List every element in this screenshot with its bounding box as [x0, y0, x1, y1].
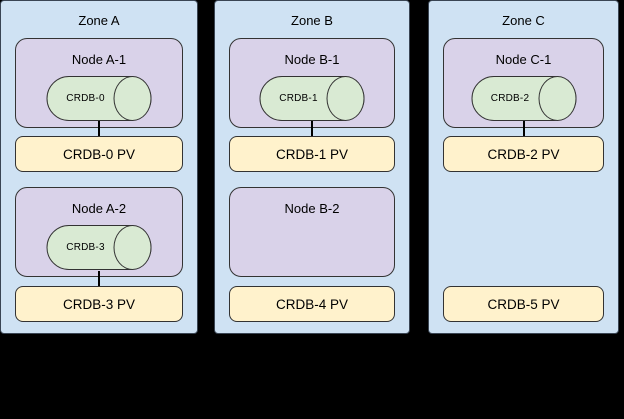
- connector-line-b1: [311, 121, 313, 136]
- connector-line-a1: [98, 121, 100, 136]
- pv-box-crdb-0: CRDB-0 PV: [15, 136, 183, 172]
- node-a2-box: Node A-2 CRDB-3: [15, 187, 183, 277]
- pv-label: CRDB-1 PV: [275, 146, 348, 162]
- pv-box-crdb-4: CRDB-4 PV: [229, 286, 395, 322]
- pv-label: CRDB-3 PV: [62, 296, 135, 312]
- connector-line-a2: [98, 271, 100, 286]
- db-label: CRDB-2: [490, 93, 530, 104]
- node-b1-box: Node B-1 CRDB-1: [229, 38, 395, 128]
- db-cylinder-cap: [113, 76, 152, 121]
- zone-b-title: Zone B: [291, 13, 333, 28]
- node-a1-box: Node A-1 CRDB-0: [15, 38, 183, 128]
- db-cylinder-crdb-2: CRDB-2: [471, 76, 576, 121]
- node-b1-title: Node B-1: [284, 52, 340, 67]
- pv-box-crdb-3: CRDB-3 PV: [15, 286, 183, 322]
- pv-box-crdb-5: CRDB-5 PV: [443, 286, 604, 322]
- db-cylinder-cap: [326, 76, 365, 121]
- node-b2-title: Node B-2: [284, 201, 340, 216]
- node-c1-title: Node C-1: [495, 52, 552, 67]
- db-label: CRDB-0: [66, 93, 105, 104]
- db-cylinder-crdb-1: CRDB-1: [259, 76, 365, 121]
- connector-line-c1: [522, 121, 525, 136]
- pv-box-crdb-1: CRDB-1 PV: [229, 136, 395, 172]
- db-label: CRDB-1: [279, 93, 318, 104]
- zone-b-box: Zone B Node B-1 CRDB-1 CRDB-1 PV Node B-…: [214, 0, 410, 334]
- zone-a-title: Zone A: [78, 13, 120, 28]
- pv-box-crdb-2: CRDB-2 PV: [443, 136, 604, 172]
- db-cylinder-cap: [538, 76, 576, 121]
- zone-c-title: Zone C: [502, 13, 545, 28]
- node-a1-title: Node A-1: [71, 52, 127, 67]
- db-cylinder-crdb-3: CRDB-3: [46, 225, 152, 270]
- node-c1-box: Node C-1 CRDB-2: [443, 38, 604, 128]
- db-label: CRDB-3: [66, 242, 105, 253]
- db-cylinder-crdb-0: CRDB-0: [46, 76, 152, 121]
- node-a2-title: Node A-2: [71, 201, 127, 216]
- node-b2-box: Node B-2: [229, 187, 395, 277]
- pv-label: CRDB-2 PV: [487, 146, 560, 162]
- zone-c-box: Zone C Node C-1 CRDB-2 CRDB-2 PV CRDB-5 …: [428, 0, 619, 334]
- pv-label: CRDB-5 PV: [487, 296, 560, 312]
- db-cylinder-cap: [113, 225, 152, 270]
- zone-a-box: Zone A Node A-1 CRDB-0 CRDB-0 PV Node A-…: [0, 0, 198, 334]
- pv-label: CRDB-4 PV: [275, 296, 348, 312]
- pv-label: CRDB-0 PV: [62, 146, 135, 162]
